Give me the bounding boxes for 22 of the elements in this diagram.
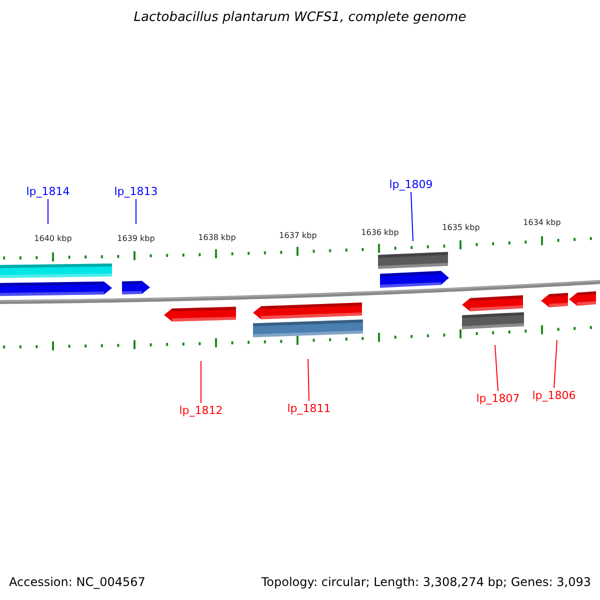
leader-line [308, 358, 310, 402]
leader-line [200, 360, 202, 404]
scale-label: 1637 kbp [279, 231, 317, 240]
scale-label: 1640 kbp [34, 234, 72, 243]
leader-line [554, 340, 558, 388]
gene-label: lp_1807 [476, 392, 520, 405]
scale-label: 1635 kbp [442, 223, 480, 232]
leader-line [494, 344, 498, 392]
scale-label: 1638 kbp [198, 233, 236, 242]
gene-label: lp_1809 [389, 178, 433, 191]
gene-label: lp_1814 [26, 185, 70, 198]
scale-label: 1639 kbp [117, 234, 155, 243]
scale-label: 1636 kbp [361, 228, 399, 237]
gene-label: lp_1813 [114, 185, 158, 198]
leader-line [410, 192, 414, 242]
title: Lactobacillus plantarum WCFS1, complete genome [132, 10, 468, 25]
gene-label: lp_1811 [287, 402, 331, 415]
gene-label: lp_1812 [179, 404, 223, 417]
accession-text: Accession: NC_004567 [9, 575, 146, 589]
gene-label: lp_1806 [532, 389, 576, 402]
genome-summary: Topology: circular; Length: 3,308,274 bp; Genes: 3,093 [261, 575, 591, 589]
scale-label: 1634 kbp [523, 218, 561, 227]
